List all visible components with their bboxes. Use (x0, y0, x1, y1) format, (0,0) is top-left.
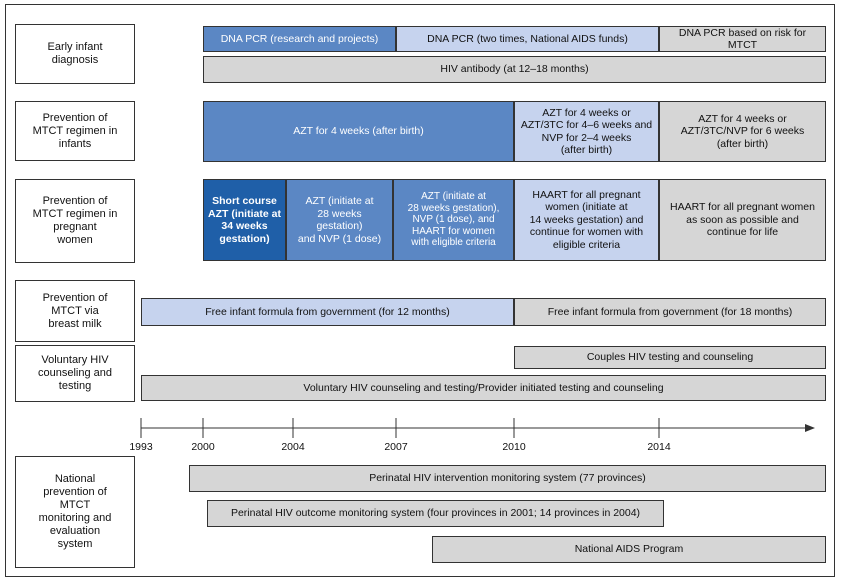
axis-arrowhead (805, 424, 815, 432)
row-label-regimen-infants: Prevention of MTCT regimen in infants (15, 101, 135, 161)
bar-milk-18-months: Free infant formula from government (for… (514, 298, 826, 326)
tick-label-2010: 2010 (502, 441, 526, 453)
bar-eid-pcr-two-times: DNA PCR (two times, National AIDS funds) (396, 26, 659, 52)
row-label-breast-milk: Prevention of MTCT via breast milk (15, 280, 135, 342)
tick-label-2007: 2007 (384, 441, 408, 453)
bar-eid-pcr-risk: DNA PCR based on risk for MTCT (659, 26, 826, 52)
bar-mon-perinatal-outcome: Perinatal HIV outcome monitoring system … (207, 500, 664, 527)
bar-preg-azt-28-nvp: AZT (initiate at 28 weeks gestation) and… (286, 179, 393, 261)
row-label-monitoring: National prevention of MTCT monitoring a… (15, 456, 135, 568)
bar-preg-haart-life: HAART for all pregnant women as soon as … (659, 179, 826, 261)
tick-label-2014: 2014 (647, 441, 671, 453)
bar-inf-azt-or-3tc-nvp: AZT for 4 weeks or AZT/3TC/NVP for 6 wee… (659, 101, 826, 162)
bar-preg-haart-14wk: HAART for all pregnant women (initiate a… (514, 179, 659, 261)
tick-label-2000: 2000 (191, 441, 215, 453)
bar-mon-national-aids: National AIDS Program (432, 536, 826, 563)
bar-inf-azt-4wk: AZT for 4 weeks (after birth) (203, 101, 514, 162)
bar-milk-12-months: Free infant formula from government (for… (141, 298, 514, 326)
row-label-regimen-women: Prevention of MTCT regimen in pregnant w… (15, 179, 135, 263)
row-label-voluntary-testing: Voluntary HIV counseling and testing (15, 345, 135, 402)
tick-label-2004: 2004 (281, 441, 305, 453)
bar-preg-azt-haart-eligible: AZT (initiate at 28 weeks gestation), NV… (393, 179, 514, 261)
bar-preg-short-course: Short course AZT (initiate at 34 weeks g… (203, 179, 286, 261)
bar-vct-couples: Couples HIV testing and counseling (514, 346, 826, 369)
row-label-early-infant-diagnosis: Early infant diagnosis (15, 24, 135, 84)
bar-eid-antibody: HIV antibody (at 12–18 months) (203, 56, 826, 83)
bar-mon-perinatal-intervention: Perinatal HIV intervention monitoring sy… (189, 465, 826, 492)
tick-label-1993: 1993 (129, 441, 153, 453)
bar-inf-azt-or-3tc: AZT for 4 weeks or AZT/3TC for 4–6 weeks… (514, 101, 659, 162)
bar-vct-voluntary: Voluntary HIV counseling and testing/Pro… (141, 375, 826, 401)
diagram-frame (5, 4, 835, 577)
bar-eid-pcr-research: DNA PCR (research and projects) (203, 26, 396, 52)
